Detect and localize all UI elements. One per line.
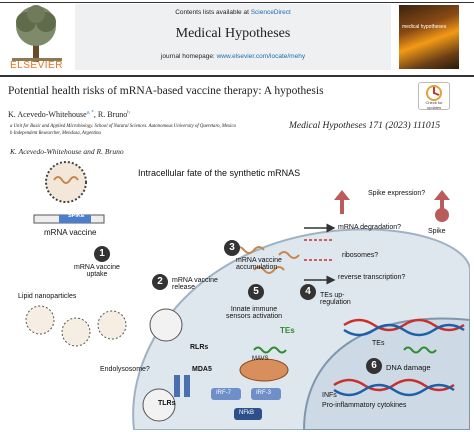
mda5-label: MDA5 [192, 366, 212, 373]
elsevier-tree-logo [12, 5, 62, 62]
homepage-line: journal homepage: www.elsevier.com/locat… [75, 53, 391, 60]
step-1-badge: 1 [94, 246, 110, 262]
lipid-nanoparticle-icon [97, 310, 127, 340]
dna-strand [343, 318, 465, 332]
accumulation-label: mRNA vaccine accumulation [236, 257, 282, 271]
step-4-badge: 4 [300, 284, 316, 300]
dna-strand [333, 378, 455, 392]
dna-strand [333, 383, 455, 397]
check-for-updates-label: Check for updates [425, 100, 443, 110]
endolysosome-label: Endolysosome? [100, 366, 150, 373]
tes-upregulation-label: TEs up- regulation [320, 292, 351, 306]
author-1[interactable]: K. Acevedo-Whitehouse [8, 110, 87, 119]
publisher-name: ELSEVIER [10, 60, 63, 71]
article-title: Potential health risks of mRNA-based vac… [8, 85, 324, 97]
irf3-label: IRF-3 [256, 390, 271, 396]
figure-authors: K. Acevedo-Whitehouse and R. Bruno [10, 147, 124, 156]
degradation-label: mRNA degradation? [338, 224, 402, 231]
sciencedirect-link[interactable]: ScienceDirect [250, 9, 291, 16]
lipid-nanoparticles-label: Lipid nanoparticles [18, 293, 77, 300]
dna-damage-label: DNA damage [386, 363, 431, 372]
ribosomes-label: ribosomes? [342, 252, 379, 259]
cytokines-label: Pro-inflammatory cytokines [322, 402, 407, 409]
affiliation-a: a Unit for Basic and Applied Microbiolog… [10, 124, 237, 129]
reverse-transcription-label: reverse transcription? [338, 274, 406, 281]
endosome-icon [149, 308, 183, 342]
mrna-vaccine-label: mRNA vaccine [44, 228, 97, 237]
journal-cover-image[interactable] [399, 5, 459, 69]
cover-title: medical hypotheses [402, 24, 447, 30]
step-6-badge: 6 [366, 358, 382, 374]
lipid-nanoparticle-icon [25, 305, 55, 335]
contents-line: Contents lists available at ScienceDirec… [75, 9, 391, 16]
lipid-nanoparticle-icon [61, 317, 91, 347]
innate-sensors-label: Innate immune sensors activation [226, 306, 283, 320]
step-2-badge: 2 [152, 274, 168, 290]
author-2-affil: b [127, 110, 130, 116]
figure-title: Intracellular fate of the synthetic mRNA… [138, 168, 301, 178]
irf7-block [211, 388, 241, 400]
contents-prefix: Contents lists available at [175, 9, 251, 16]
tes-green-label: TEs [280, 326, 295, 335]
tlr-receptor-icon [174, 375, 180, 397]
top-rule [0, 2, 474, 3]
irf7-label: IRF-7 [216, 390, 231, 396]
affiliation-b: b Independent Researcher, Mendoza, Argen… [10, 131, 101, 136]
tes-black-label: TEs [372, 340, 385, 347]
spike-protein-icon [334, 190, 350, 214]
nfkb-block [234, 408, 262, 420]
check-for-updates-icon[interactable] [418, 82, 450, 110]
nfkb-label: NFkB [239, 410, 254, 416]
mitochondrion-icon [239, 358, 289, 382]
rlrs-label: RLRs [190, 344, 209, 351]
infs-label: INFs [322, 392, 337, 399]
author-1-affil: a, * [86, 110, 94, 116]
tlr-receptor-icon [184, 375, 190, 397]
author-sep[interactable]: , R. Bruno [93, 110, 128, 119]
graphical-abstract: Intracellular fate of the synthetic mRNA… [4, 160, 470, 430]
release-label: mRNA vaccine release [172, 277, 218, 291]
spike-tag: SPIKE [68, 213, 85, 219]
header-rule [0, 75, 474, 77]
journal-title: Medical Hypotheses [175, 26, 291, 41]
mavs-label: MAVS [252, 356, 269, 362]
endolysosome-icon [142, 388, 176, 422]
spike-label: Spike [428, 228, 446, 235]
journal-band [75, 4, 391, 70]
figure-artwork [25, 161, 470, 430]
citation: Medical Hypotheses 171 (2023) 111015 [289, 121, 441, 131]
dna-strand [343, 323, 465, 337]
spike-expression-label: Spike expression? [368, 190, 426, 197]
spike-protein-icon [434, 190, 450, 214]
author-list: K. Acevedo-Whitehousea, *, R. Brunob [8, 110, 130, 119]
step-5-badge: 5 [248, 284, 264, 300]
homepage-link[interactable]: www.elsevier.com/locate/mehy [216, 53, 306, 60]
irf3-block [251, 388, 281, 400]
step-3-badge: 3 [224, 240, 240, 256]
tlrs-label: TLRs [158, 400, 176, 407]
homepage-prefix: journal homepage: [160, 53, 217, 60]
uptake-label: mRNA vaccine uptake [74, 264, 120, 278]
